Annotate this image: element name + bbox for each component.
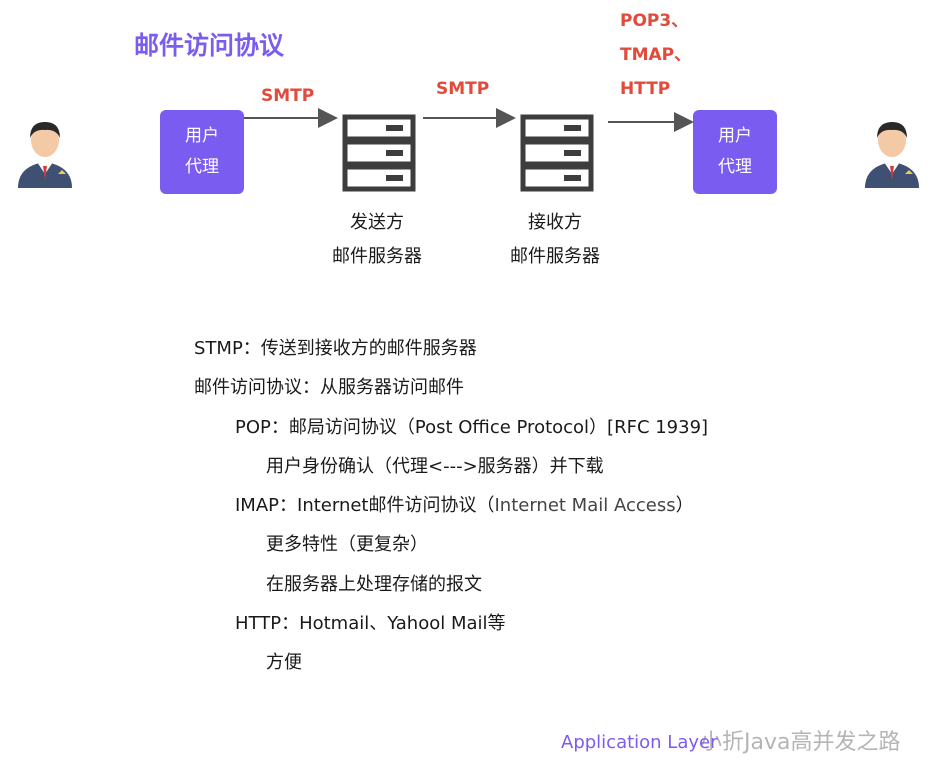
protocol-access-list: POP3、 TMAP、 HTTP bbox=[620, 4, 691, 106]
sender-server-label: 发送方 邮件服务器 bbox=[312, 206, 442, 274]
note-line: STMP：传送到接收方的邮件服务器 bbox=[194, 338, 477, 359]
flow-arrows bbox=[244, 108, 694, 132]
protocol-smtp-middle: SMTP bbox=[436, 79, 490, 99]
watermark: 小折Java高并发之路 bbox=[700, 730, 901, 755]
sender-server-icon bbox=[342, 114, 416, 192]
user-right-icon bbox=[865, 122, 919, 188]
note-line: HTTP：Hotmail、Yahool Mail等 bbox=[235, 613, 506, 634]
user-agent-right-line1: 用户 bbox=[718, 126, 752, 146]
sender-server-line1: 发送方 bbox=[350, 212, 404, 233]
note-line-imap: IMAP：Internet邮件访问协议（Internet Mail Access… bbox=[235, 491, 694, 517]
note-line: 方便 bbox=[266, 652, 302, 673]
user-agent-left: 用户 代理 bbox=[160, 110, 244, 194]
sender-server-line2: 邮件服务器 bbox=[332, 246, 422, 267]
protocol-http: HTTP bbox=[620, 79, 671, 99]
user-agent-right-line2: 代理 bbox=[718, 157, 752, 177]
protocol-smtp-left: SMTP bbox=[261, 86, 315, 106]
note-line: 邮件访问协议：从服务器访问邮件 bbox=[194, 377, 464, 398]
note-imap-tail: ） bbox=[675, 495, 694, 516]
receiver-server-icon bbox=[520, 114, 594, 192]
protocol-pop3: POP3、 bbox=[620, 11, 689, 31]
receiver-server-line2: 邮件服务器 bbox=[510, 246, 600, 267]
user-agent-left-line1: 用户 bbox=[185, 126, 219, 146]
user-agent-right: 用户 代理 bbox=[693, 110, 777, 194]
note-line: POP：邮局访问协议（Post Office Protocol）[RFC 193… bbox=[235, 417, 709, 438]
note-line: 用户身份确认（代理<--->服务器）并下载 bbox=[266, 456, 604, 477]
diagram-title: 邮件访问协议 bbox=[134, 31, 285, 60]
note-line: 更多特性（更复杂） bbox=[266, 534, 428, 555]
receiver-server-line1: 接收方 bbox=[528, 212, 582, 233]
note-imap-alt: Internet Mail Access bbox=[494, 495, 676, 516]
note-imap-text: IMAP：Internet邮件访问协议（ bbox=[235, 495, 495, 516]
footer-title: Application Layer bbox=[561, 732, 718, 753]
user-left-icon bbox=[18, 122, 72, 188]
protocol-tmap: TMAP、 bbox=[620, 45, 692, 65]
note-line: 在服务器上处理存储的报文 bbox=[266, 574, 482, 595]
receiver-server-label: 接收方 邮件服务器 bbox=[490, 206, 620, 274]
user-agent-left-line2: 代理 bbox=[185, 157, 219, 177]
